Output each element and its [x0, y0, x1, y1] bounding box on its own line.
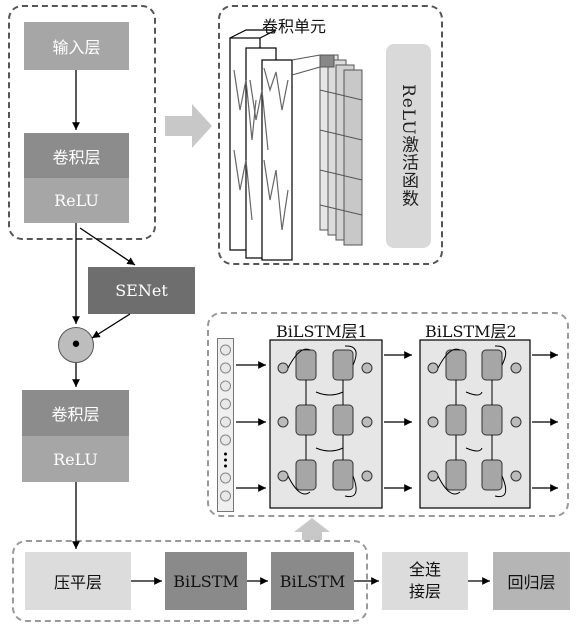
bilstm-layer-1-box	[270, 340, 382, 508]
conv-feature-maps	[230, 30, 292, 260]
expand-arrow-bilstm	[294, 518, 330, 540]
expand-arrow-conv	[165, 104, 212, 148]
arrow-senet-to-multiply	[92, 314, 130, 338]
input-vector-nodes	[221, 345, 231, 501]
bilstm-layer-2-box	[420, 340, 530, 508]
arrow-relu1-to-senet	[80, 228, 135, 265]
conv-kernel-stack	[292, 55, 362, 245]
